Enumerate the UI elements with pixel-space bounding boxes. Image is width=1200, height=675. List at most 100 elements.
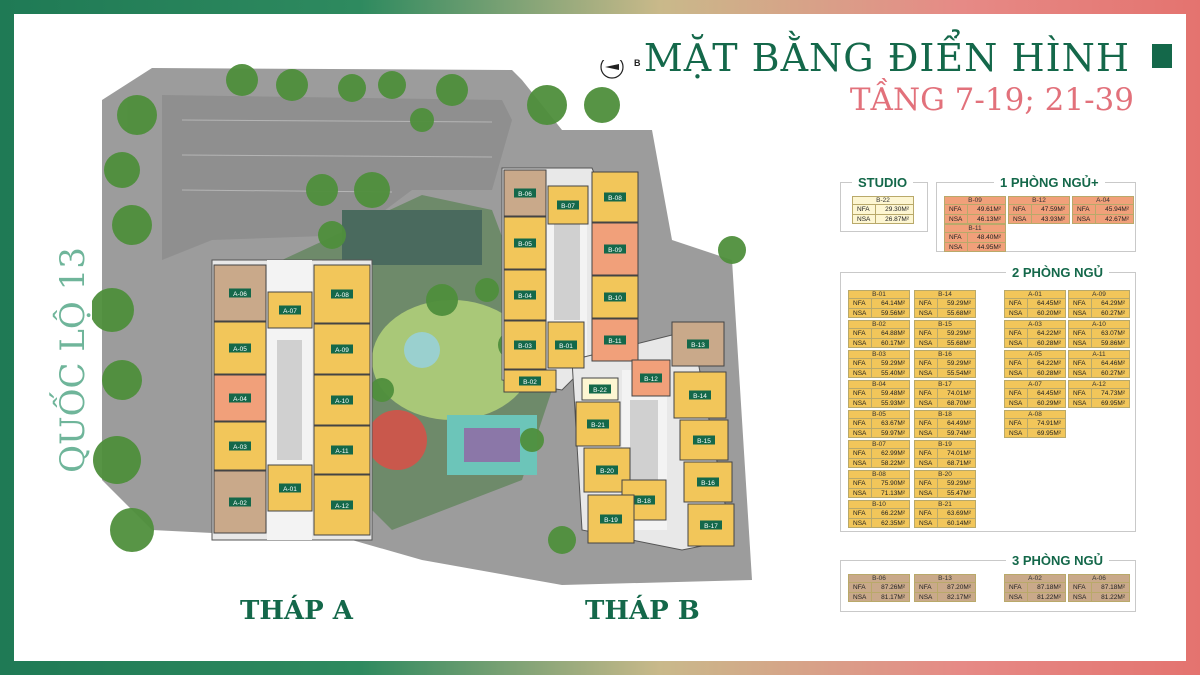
legend-unit-code: B-13 <box>938 575 952 582</box>
plan-unit-label: B-04 <box>518 293 532 300</box>
nsa-label: NSA <box>919 594 933 601</box>
plan-unit-label: B-16 <box>701 480 715 487</box>
legend-unit-code: B-03 <box>872 351 886 358</box>
central-lawn <box>372 300 532 420</box>
plan-unit-tag <box>557 200 579 210</box>
tower-a-label: THÁP A <box>240 596 353 626</box>
nfa-value: 64.46M² <box>1101 360 1125 367</box>
legend-unit-code: B-19 <box>938 441 952 448</box>
nfa-label: NFA <box>853 420 866 427</box>
nsa-value: 55.93M² <box>881 400 905 407</box>
plan-unit-label: B-19 <box>604 517 618 524</box>
nsa-value: 81.22M² <box>1101 594 1125 601</box>
plan-unit-label: A-06 <box>233 291 247 298</box>
nfa-label: NFA <box>919 584 932 591</box>
plan-unit-label: A-11 <box>335 448 349 455</box>
legend-unit-code: B-21 <box>938 501 952 508</box>
legend-unit-divider <box>937 448 938 468</box>
plan-unit-tag <box>514 238 536 248</box>
plan-unit-label: B-09 <box>608 247 622 254</box>
legend-unit-divider <box>967 232 968 252</box>
nsa-label: NSA <box>853 310 867 317</box>
legend-unit-divider <box>871 508 872 528</box>
plan-unit-tag <box>331 395 353 405</box>
legend-unit-code: B-05 <box>872 411 886 418</box>
nfa-value: 63.69M² <box>947 510 971 517</box>
nfa-label: NFA <box>853 450 866 457</box>
plan-unit-label: B-08 <box>608 195 622 202</box>
nsa-label: NSA <box>949 244 963 251</box>
nfa-label: NFA <box>919 450 932 457</box>
plan-unit-tag <box>604 192 626 202</box>
nsa-label: NSA <box>1073 370 1087 377</box>
legend-unit-divider <box>937 418 938 438</box>
legend-unit-code: B-20 <box>938 471 952 478</box>
plan-unit-tag <box>331 289 353 299</box>
plan-unit-tag <box>514 188 536 198</box>
nfa-value: 87.18M² <box>1101 584 1125 591</box>
plan-unit-label: A-08 <box>335 292 349 299</box>
nfa-label: NFA <box>1073 584 1086 591</box>
plan-unit-tag <box>587 419 609 429</box>
nsa-value: 62.35M² <box>881 520 905 527</box>
compass-icon <box>600 60 624 79</box>
nfa-value: 59.48M² <box>881 390 905 397</box>
legend-nfa-row: NFA 87.18M² <box>1069 582 1129 592</box>
nsa-value: 60.14M² <box>947 520 971 527</box>
nsa-value: 59.97M² <box>881 430 905 437</box>
legend-unit-code: A-04 <box>1096 197 1110 204</box>
legend-unit-divider <box>871 388 872 408</box>
page-title: MẶT BẰNG ĐIỂN HÌNH <box>643 36 1130 80</box>
panel-2br-title: 2 PHÒNG NGỦ <box>1006 265 1110 280</box>
nsa-label: NSA <box>853 490 867 497</box>
legend-unit-divider <box>1027 328 1028 348</box>
plan-unit-label: A-03 <box>233 444 247 451</box>
plan-unit-label: B-18 <box>637 498 651 505</box>
legend-unit-code: B-16 <box>938 351 952 358</box>
nfa-value: 64.88M² <box>881 330 905 337</box>
nfa-value: 64.22M² <box>1037 330 1061 337</box>
plan-unit-tag <box>331 500 353 510</box>
legend-unit-code: B-15 <box>938 321 952 328</box>
plan-unit-tag <box>331 445 353 455</box>
nsa-value: 60.28M² <box>1037 370 1061 377</box>
plan-unit-tag <box>693 435 715 445</box>
nsa-value: 60.27M² <box>1101 310 1125 317</box>
plan-unit-tag <box>229 497 251 507</box>
nfa-value: 74.73M² <box>1101 390 1125 397</box>
nfa-label: NFA <box>1009 330 1022 337</box>
legend-unit-code: B-09 <box>968 197 982 204</box>
nsa-value: 26.87M² <box>885 216 909 223</box>
